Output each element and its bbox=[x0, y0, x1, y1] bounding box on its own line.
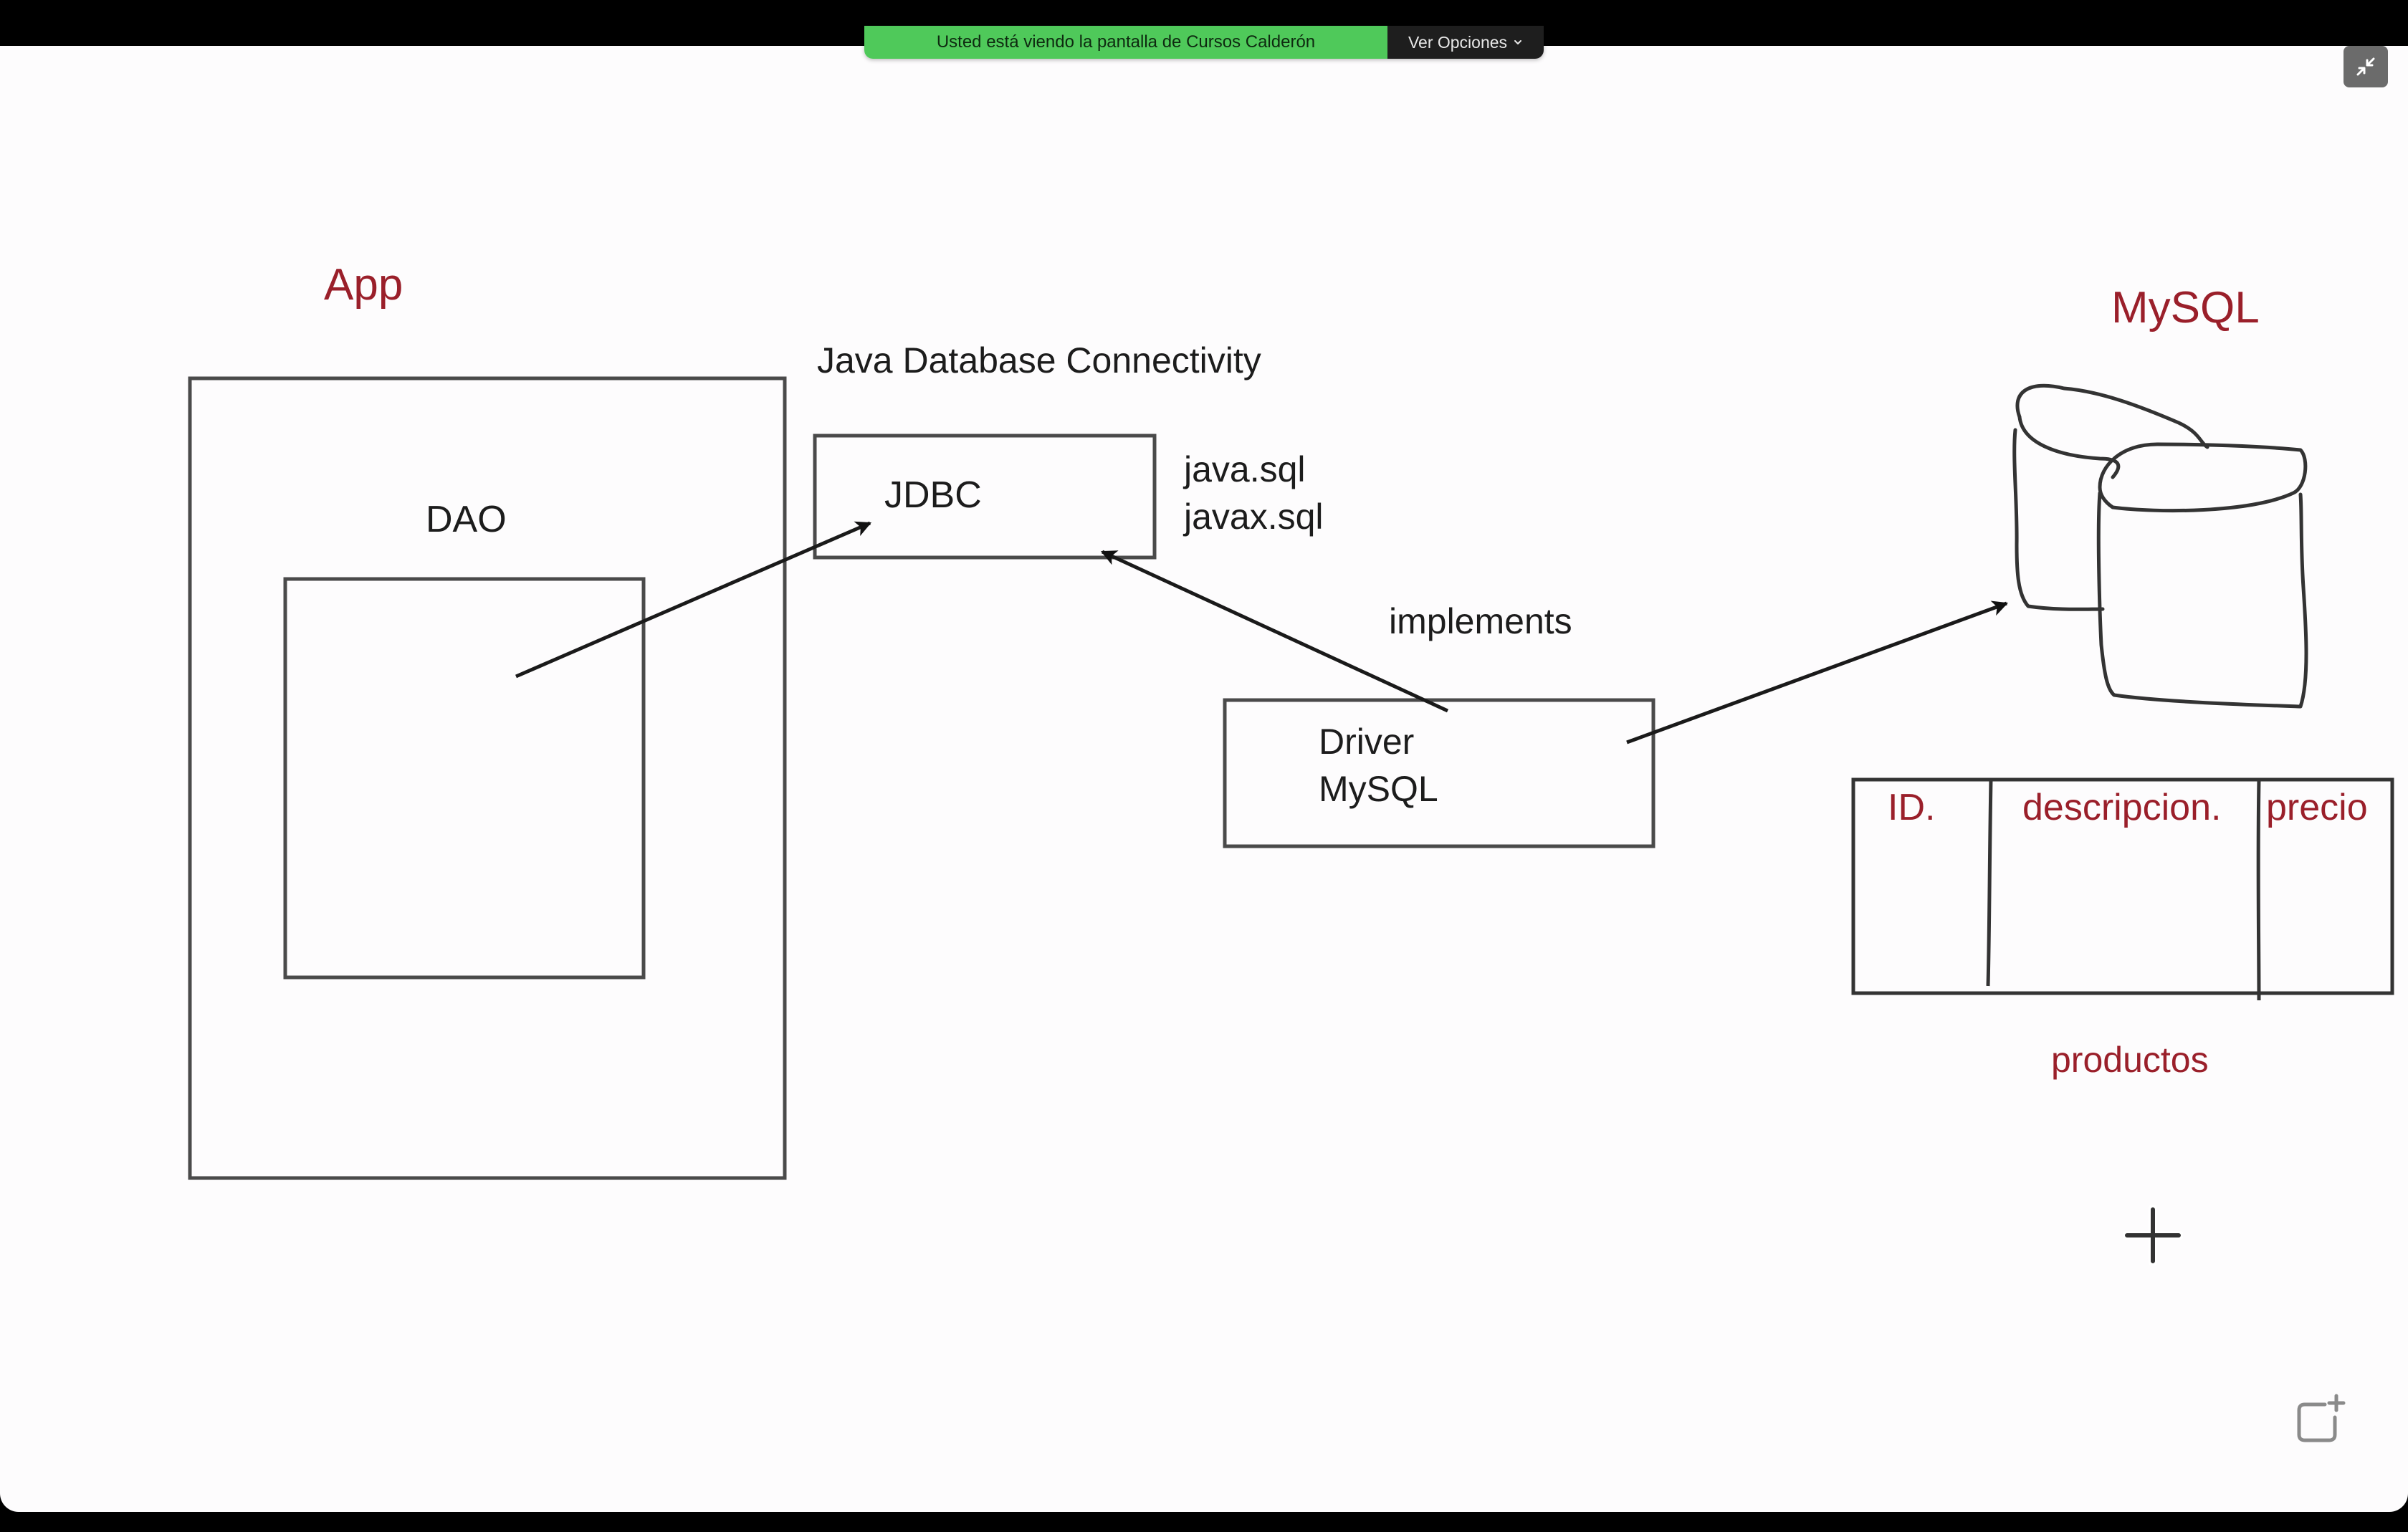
package-java-sql: java.sql bbox=[1182, 449, 1306, 489]
mysql-title: MySQL bbox=[2111, 283, 2260, 332]
crosshair-icon bbox=[2123, 1205, 2183, 1265]
jdbc-heading: Java Database Connectivity bbox=[817, 340, 1261, 380]
dao-to-jdbc-arrow bbox=[515, 521, 872, 679]
share-status-text: Usted está viendo la pantalla de Cursos … bbox=[864, 26, 1387, 59]
jdbc-label: JDBC bbox=[884, 474, 982, 516]
table-column-precio: precio bbox=[2266, 787, 2368, 828]
new-whiteboard-icon[interactable] bbox=[2290, 1392, 2348, 1449]
driver-label-line2: MySQL bbox=[1319, 769, 1438, 809]
package-javax-sql: javax.sql bbox=[1182, 497, 1324, 537]
driver-to-mysql-arrow bbox=[1626, 600, 2009, 745]
table-name-label: productos bbox=[2051, 1040, 2209, 1080]
app-box bbox=[188, 376, 787, 1180]
table-column-id: ID. bbox=[1888, 787, 1935, 828]
dao-label: DAO bbox=[426, 499, 507, 540]
driver-implements-jdbc-arrow bbox=[1101, 550, 1449, 713]
database-icon bbox=[2012, 383, 2308, 709]
productos-table bbox=[1851, 777, 2394, 1001]
jdbc-box bbox=[813, 434, 1157, 560]
implements-label: implements bbox=[1389, 601, 1572, 641]
chevron-down-icon bbox=[1514, 40, 1522, 44]
driver-box bbox=[1223, 698, 1656, 848]
view-options-button[interactable]: Ver Opciones bbox=[1387, 26, 1544, 59]
table-column-descripcion: descripcion. bbox=[2022, 787, 2221, 828]
app-title: App bbox=[324, 260, 403, 310]
exit-fullscreen-icon bbox=[2356, 57, 2375, 76]
screen-share-banner: Usted está viendo la pantalla de Cursos … bbox=[864, 26, 1544, 59]
dao-box bbox=[283, 577, 646, 980]
view-options-label: Ver Opciones bbox=[1408, 32, 1508, 52]
exit-fullscreen-button[interactable] bbox=[2344, 46, 2388, 87]
driver-label-line1: Driver bbox=[1319, 722, 1414, 762]
